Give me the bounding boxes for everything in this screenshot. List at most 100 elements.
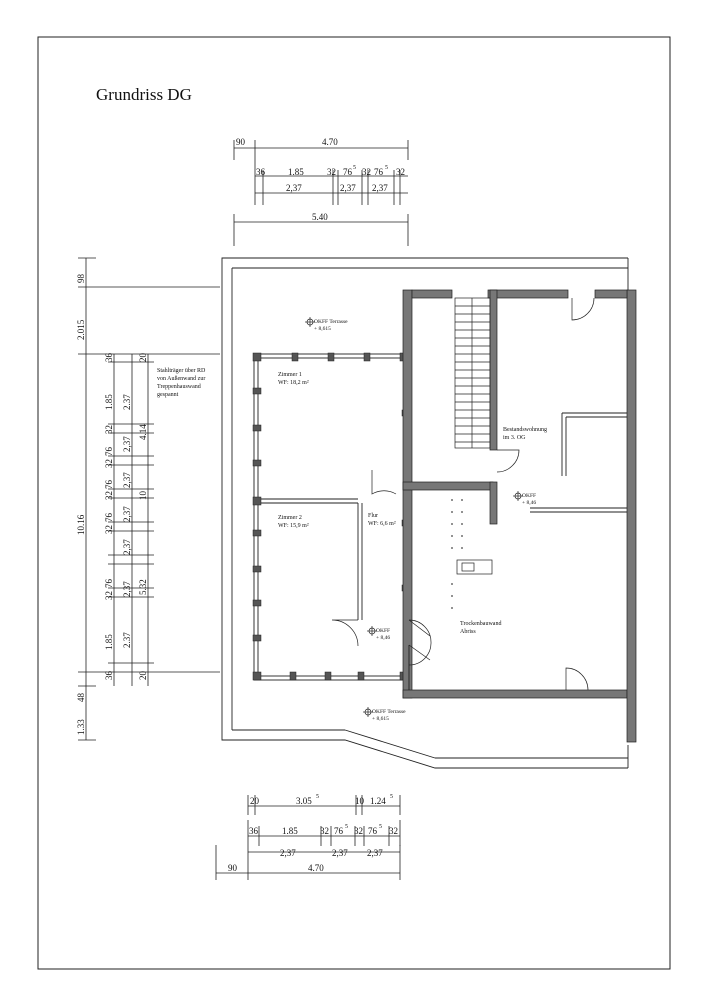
beam-note-line1: Stahlträger über RD [157,368,206,374]
walls-interior-right [408,412,627,690]
room-trocken-line1: Trockenbauwand [460,621,501,627]
bottom-dim-237a: 2,37 [280,848,296,858]
top-dim-32a: 32 [327,167,336,177]
grid-dot [451,499,453,501]
left-dimension-chain [78,257,220,741]
grid-dot [461,499,463,501]
grid-dot [451,547,453,549]
bottom-dim-32b: 32 [354,826,363,836]
left-dim-133: 1.33 [76,719,86,735]
top-dim-32c: 32 [396,167,405,177]
bottom-dim-237c: 2,37 [367,848,383,858]
left-col1-48: 48 [76,693,86,703]
grid-dot [461,523,463,525]
left-col2-237d: 2,37 [122,506,132,522]
door-double-arc [408,619,432,666]
grid-dot [451,583,453,585]
top-dim-237b: 2,37 [340,183,356,193]
level-okff-flur-label: OKFF [376,628,390,634]
dotted-grid [451,499,463,609]
level-terrasse-bottom-label: OKFF Terrasse [372,709,406,715]
grid-dot [451,535,453,537]
bottom-dim-10: 10 [355,796,365,806]
level-okff-right-value: + 8,46 [522,500,536,506]
left-col3-20: 20 [138,353,148,363]
left-col1-76: 76 [104,447,114,457]
left-col3-532: 5.32 [138,579,148,595]
level-terrasse-bottom-value: + 8,615 [372,716,389,722]
level-okff-right-label: OKFF [522,493,536,499]
grid-dot [461,535,463,537]
left-col3-414: 4.14 [138,424,148,440]
left-col3-20b: 20 [138,671,148,681]
top-dim-32b: 32 [362,167,371,177]
bottom-dim-76b: 76 [368,826,378,836]
left-col1-32d: 32 [104,525,114,534]
left-col2-237: 2.37 [122,394,132,410]
bottom-dim-20: 20 [250,796,260,806]
left-dim-2015: 2.015 [76,319,86,340]
left-col1-185: 1.85 [104,394,114,410]
beam-note-line3: Treppenhauswand [157,384,201,390]
left-col2-237b: 2,37 [122,436,132,452]
bottom-dim-36: 36 [249,826,259,836]
room-flur-area: WF: 6,6 m² [368,521,396,527]
top-dim-90: 90 [236,137,246,147]
top-dim-185: 1.85 [288,167,304,177]
left-col1-32e: 32 [104,591,114,600]
grid-dot [461,511,463,513]
top-dim-76a: 76 [343,167,353,177]
left-col1-36b: 36 [104,671,114,681]
staircase [454,297,491,449]
page-title: Grundriss DG [96,85,192,104]
top-dim-470: 4.70 [322,137,338,147]
grid-dot [451,511,453,513]
doors [331,297,595,691]
bottom-dimension-chain [215,795,401,880]
beam-note-line4: gespannt [157,392,179,398]
room-bestand-line1: Bestandswohnung [503,427,547,433]
grid-dot [451,523,453,525]
door-zimmer2 [331,619,359,647]
left-col2-237c: 2,37 [122,472,132,488]
room-flur-name: Flur [368,513,378,519]
left-col1-32: 32 [104,425,114,434]
bottom-dim-237b: 2,37 [332,848,348,858]
grid-dot [451,595,453,597]
left-col3-10: 10 [138,491,148,501]
top-dim-sup-a: 5 [353,165,356,171]
beam-note-line2: von Außenwand zur [157,375,205,382]
bottom-dim-32a: 32 [320,826,329,836]
level-okff-flur-value: + 8,46 [376,635,390,641]
top-dim-237c: 2,37 [372,183,388,193]
room-zimmer2-name: Zimmer 2 [278,515,302,521]
level-terrasse-top-value: + 8,615 [314,326,331,332]
bottom-dim-90: 90 [228,863,238,873]
bottom-dim-32c: 32 [389,826,398,836]
top-dim-36: 36 [256,167,266,177]
grid-dot [461,547,463,549]
door-bottom-right [565,667,589,691]
left-col2-237f: 2,37 [122,581,132,597]
door-top-right [571,297,595,321]
terrace-outline [221,257,629,769]
room-bestand-line2: im 3. OG [503,435,526,441]
room-zimmer1-name: Zimmer 1 [278,372,302,378]
walls-existing [402,289,637,743]
left-col1-76c: 76 [104,513,114,523]
top-dim-76b: 76 [374,167,384,177]
left-col1-36: 36 [104,353,114,363]
bottom-dim-sup-d: 5 [379,824,382,830]
room-zimmer1-area: WF: 18,2 m² [278,380,309,386]
room-trocken-line2: Abriss [460,629,476,635]
door-flur [371,470,397,495]
left-dim-1016: 10.16 [76,514,86,535]
bottom-dim-470: 4.70 [308,863,324,873]
left-dim-98: 98 [76,274,86,284]
left-col1-76b: 76 [104,480,114,490]
grid-dot [451,607,453,609]
page-border [37,36,671,970]
top-dim-237a: 2,37 [286,183,302,193]
bottom-dim-185: 1.85 [282,826,298,836]
